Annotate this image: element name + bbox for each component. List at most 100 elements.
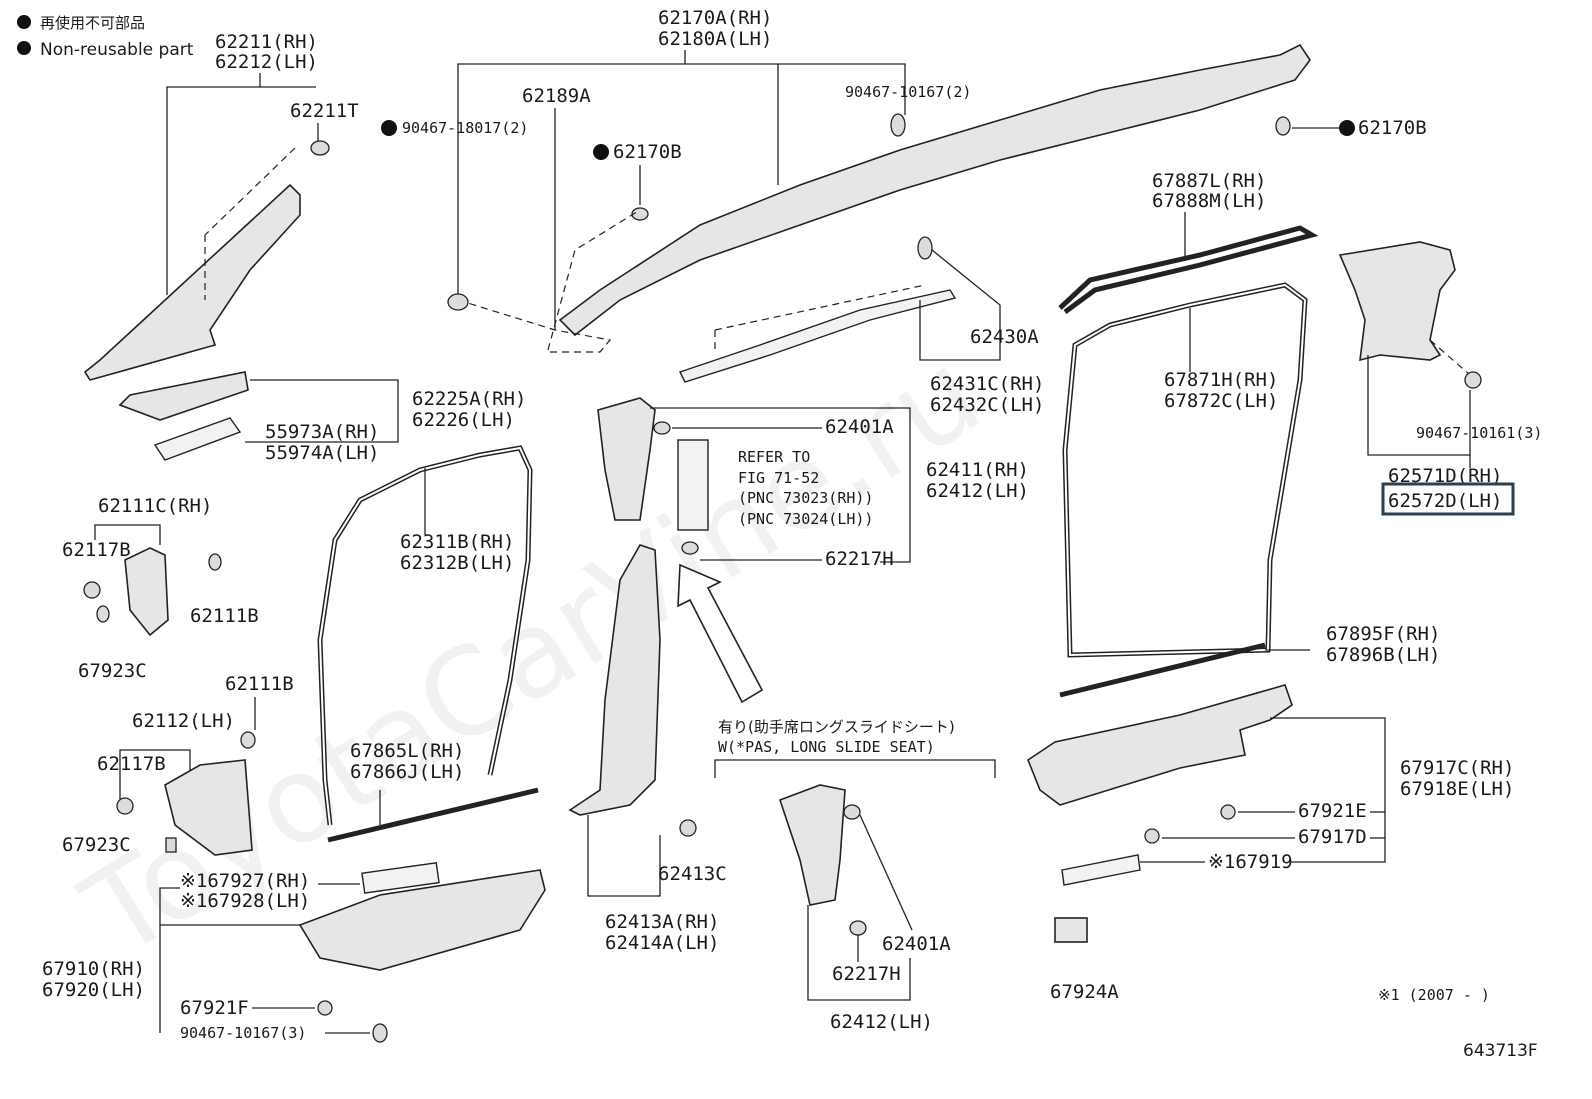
part-label-67872C[interactable]: 67872C(LH): [1164, 390, 1278, 412]
refer-line-2[interactable]: FIG 71-52: [738, 469, 819, 487]
part-label-62431C[interactable]: 62431C(RH): [930, 373, 1044, 395]
part-label-67919[interactable]: ※167919: [1208, 851, 1293, 873]
front-door-weatherstrip-group: 62311B(RH) 62312B(LH) 67865L(RH) 67866J(…: [317, 445, 539, 843]
part-label-62111C[interactable]: 62111C(RH): [98, 495, 212, 517]
part-label-67927[interactable]: ※167927(RH): [180, 870, 310, 892]
refer-line-4[interactable]: (PNC 73024(LH)): [738, 510, 873, 528]
part-label-67917D[interactable]: 67917D: [1298, 826, 1367, 848]
part-label-62412-upper[interactable]: 62412(LH): [926, 480, 1029, 502]
leader-line: [166, 73, 261, 295]
part-label-62401A-upper[interactable]: 62401A: [825, 416, 894, 438]
part-label-67918E[interactable]: 67918E(LH): [1400, 778, 1514, 800]
part-label-62189A[interactable]: 62189A: [522, 85, 591, 107]
part-label-67910[interactable]: 67910(RH): [42, 958, 145, 980]
part-label-67896B[interactable]: 67896B(LH): [1326, 644, 1440, 666]
part-label-67887L[interactable]: 67887L(RH): [1152, 170, 1266, 192]
part-label-62111B-upper[interactable]: 62111B: [190, 605, 259, 627]
rear-door-weatherstrip-group: 67887L(RH) 67888M(LH) 67871H(RH) 67872C(…: [1058, 170, 1542, 658]
leader-line: [94, 524, 161, 545]
part-label-67871H[interactable]: 67871H(RH): [1164, 369, 1278, 391]
part-label-67921F[interactable]: 67921F: [180, 997, 249, 1019]
part-label-90467-10167-2[interactable]: 90467-10167(2): [845, 83, 971, 101]
part-label-62112[interactable]: 62112(LH): [132, 710, 235, 732]
part-label-62225A[interactable]: 62225A(RH): [412, 388, 526, 410]
part-label-62111B-lower[interactable]: 62111B: [225, 673, 294, 695]
highlight-box: [1381, 482, 1515, 516]
part-label-67866J[interactable]: 67866J(LH): [350, 761, 464, 783]
part-label-62217H-lower[interactable]: 62217H: [832, 963, 901, 985]
part-label-62117B-lower[interactable]: 62117B: [97, 753, 166, 775]
refer-line-3[interactable]: (PNC 73023(RH)): [738, 489, 873, 507]
leader-line: [587, 815, 661, 897]
part-label-62311B[interactable]: 62311B(RH): [400, 531, 514, 553]
part-label-62412-lower[interactable]: 62412(LH): [830, 1011, 933, 1033]
part-label-67865L[interactable]: 67865L(RH): [350, 740, 464, 762]
part-label-67888M[interactable]: 67888M(LH): [1152, 190, 1266, 212]
part-label-67923C-lower[interactable]: 67923C: [62, 834, 131, 856]
part-label-67924A[interactable]: 67924A: [1050, 981, 1119, 1003]
clip-icon: [116, 797, 134, 815]
variant-note-en[interactable]: W(*PAS, LONG SLIDE SEAT): [718, 738, 935, 756]
part-label-62413C[interactable]: 62413C: [658, 863, 727, 885]
non-reusable-bullet-icon: [17, 15, 31, 29]
clip-icon: [849, 920, 867, 936]
leader-line: [714, 759, 996, 778]
part-label-67917C[interactable]: 67917C(RH): [1400, 757, 1514, 779]
clip-icon: [890, 113, 906, 137]
clip-icon: [843, 804, 861, 820]
bolt-icon: [631, 207, 649, 221]
clip-icon: [653, 421, 671, 435]
part-label-62226[interactable]: 62226(LH): [412, 409, 515, 431]
view-arrow-icon: [677, 563, 764, 704]
part-label-62217H-upper[interactable]: 62217H: [825, 548, 894, 570]
part-label-90467-10161[interactable]: 90467-10161(3): [1416, 424, 1542, 442]
part-label-67920[interactable]: 67920(LH): [42, 979, 145, 1001]
part-label-62430A[interactable]: 62430A: [970, 326, 1039, 348]
part-label-62413A[interactable]: 62413A(RH): [605, 911, 719, 933]
roof-weatherstrip-part: [1058, 225, 1319, 315]
part-label-67895F[interactable]: 67895F(RH): [1326, 623, 1440, 645]
clip-icon: [310, 140, 330, 156]
part-label-55973A[interactable]: 55973A(RH): [265, 421, 379, 443]
variant-note-jp[interactable]: 有り(助手席ロングスライドシート): [718, 718, 955, 736]
part-label-62414A[interactable]: 62414A(LH): [605, 932, 719, 954]
part-label-62432C[interactable]: 62432C(LH): [930, 394, 1044, 416]
leader-line: [245, 379, 399, 443]
part-label-62411[interactable]: 62411(RH): [926, 459, 1029, 481]
clip-icon: [165, 837, 177, 853]
part-label-67923C-upper[interactable]: 67923C: [78, 660, 147, 682]
clip-icon: [96, 605, 110, 623]
cowl-side-group: 62111C(RH) 62117B 62111B 67923C 62111B 6…: [62, 495, 294, 856]
part-label-62211[interactable]: 62211(RH): [215, 31, 318, 53]
door-opening-weatherstrip-inner: [1063, 283, 1307, 657]
clip-icon: [1220, 804, 1236, 820]
part-label-62312B[interactable]: 62312B(LH): [400, 552, 514, 574]
footnote: ※1 (2007 - ): [1378, 986, 1490, 1004]
part-label-62180A[interactable]: 62180A(LH): [658, 28, 772, 50]
curtain-shield-airbag-part: [558, 43, 1311, 337]
connector-part: [1054, 917, 1088, 943]
seatbelt-part: [677, 439, 709, 531]
non-reusable-bullet-icon: [381, 120, 397, 136]
a-pillar-garnish-group: 62211(RH) 62212(LH) 62211T: [83, 31, 359, 381]
part-label-67928[interactable]: ※167928(LH): [180, 890, 310, 912]
part-label-62170A[interactable]: 62170A(RH): [658, 7, 772, 29]
figure-number: 643713F: [1463, 1041, 1538, 1061]
part-label-90467-18017[interactable]: 90467-18017(2): [402, 119, 528, 137]
part-label-62571D[interactable]: 62571D(RH): [1388, 465, 1502, 487]
clip-icon: [447, 293, 469, 311]
part-label-62211T[interactable]: 62211T: [290, 100, 359, 122]
a-pillar-garnish-part: [83, 183, 301, 381]
part-label-62170B-right[interactable]: 62170B: [1358, 117, 1427, 139]
part-label-62117B-upper[interactable]: 62117B: [62, 539, 131, 561]
refer-line-1[interactable]: REFER TO: [738, 448, 810, 466]
scuff-pad-part: [1061, 854, 1141, 886]
clip-icon: [679, 819, 697, 837]
part-label-62572D[interactable]: 62572D(LH): [1388, 490, 1502, 512]
part-label-62401A-lower[interactable]: 62401A: [882, 933, 951, 955]
part-label-90467-10167-3[interactable]: 90467-10167(3): [180, 1024, 306, 1042]
part-label-55974A[interactable]: 55974A(LH): [265, 442, 379, 464]
part-label-67921E[interactable]: 67921E: [1298, 800, 1367, 822]
part-label-62170B-left[interactable]: 62170B: [613, 141, 682, 163]
part-label-62212[interactable]: 62212(LH): [215, 51, 318, 73]
